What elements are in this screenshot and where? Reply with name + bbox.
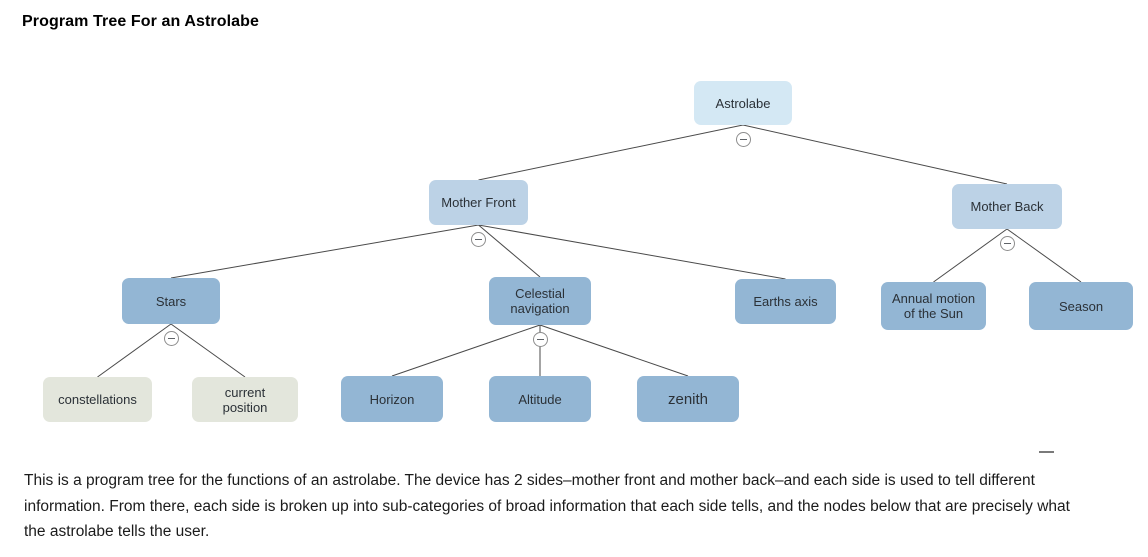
tree-node-mother-front[interactable]: Mother Front xyxy=(429,180,528,225)
tree-edge xyxy=(170,224,479,279)
tree-node-label: Earths axis xyxy=(753,294,818,309)
tree-edge xyxy=(1006,228,1082,283)
tree-node-label: Season xyxy=(1058,298,1104,314)
tree-node-season[interactable]: Season xyxy=(1029,282,1133,330)
tree-edge xyxy=(170,323,246,378)
tree-node-label: Horizon xyxy=(369,391,415,407)
tree-node-label: Astrolabe xyxy=(715,95,771,111)
page-title: Program Tree For an Astrolabe xyxy=(22,13,260,30)
tree-edge xyxy=(539,324,689,377)
tree-node-horizon[interactable]: Horizon xyxy=(341,376,443,422)
tree-node-constellations[interactable]: constellations xyxy=(43,377,152,422)
tree-node-label: constellations xyxy=(58,392,137,407)
diagram-caption: This is a program tree for the functions… xyxy=(24,472,1070,540)
collapse-minus-icon[interactable] xyxy=(735,132,751,147)
tree-node-label: Stars xyxy=(155,293,187,309)
tree-node-label: Mother Back xyxy=(970,199,1044,214)
tree-edge xyxy=(478,224,786,280)
tree-node-label: Altitude xyxy=(518,391,562,407)
collapse-minus-icon[interactable] xyxy=(163,331,179,346)
tree-edge xyxy=(478,124,744,181)
tree-edge xyxy=(97,323,172,378)
tree-edge xyxy=(742,124,1008,185)
tree-edge xyxy=(478,224,541,278)
tree-node-mother-back[interactable]: Mother Back xyxy=(952,184,1062,229)
tree-node-zenith[interactable]: zenith xyxy=(637,376,739,422)
tree-node-label: zenith xyxy=(667,390,709,408)
tree-node-label: Mother Front xyxy=(441,195,516,210)
tree-node-astrolabe[interactable]: Astrolabe xyxy=(694,81,792,125)
collapse-minus-icon[interactable] xyxy=(471,232,486,247)
tree-node-earths-axis[interactable]: Earths axis xyxy=(735,279,836,324)
collapse-minus-icon[interactable] xyxy=(532,332,548,347)
stray-dash-mark xyxy=(1039,451,1054,453)
tree-edge xyxy=(933,228,1008,283)
tree-node-stars[interactable]: Stars xyxy=(122,278,220,324)
tree-edge xyxy=(391,324,541,377)
collapse-minus-icon[interactable] xyxy=(999,236,1015,251)
tree-node-altitude[interactable]: Altitude xyxy=(489,376,591,422)
